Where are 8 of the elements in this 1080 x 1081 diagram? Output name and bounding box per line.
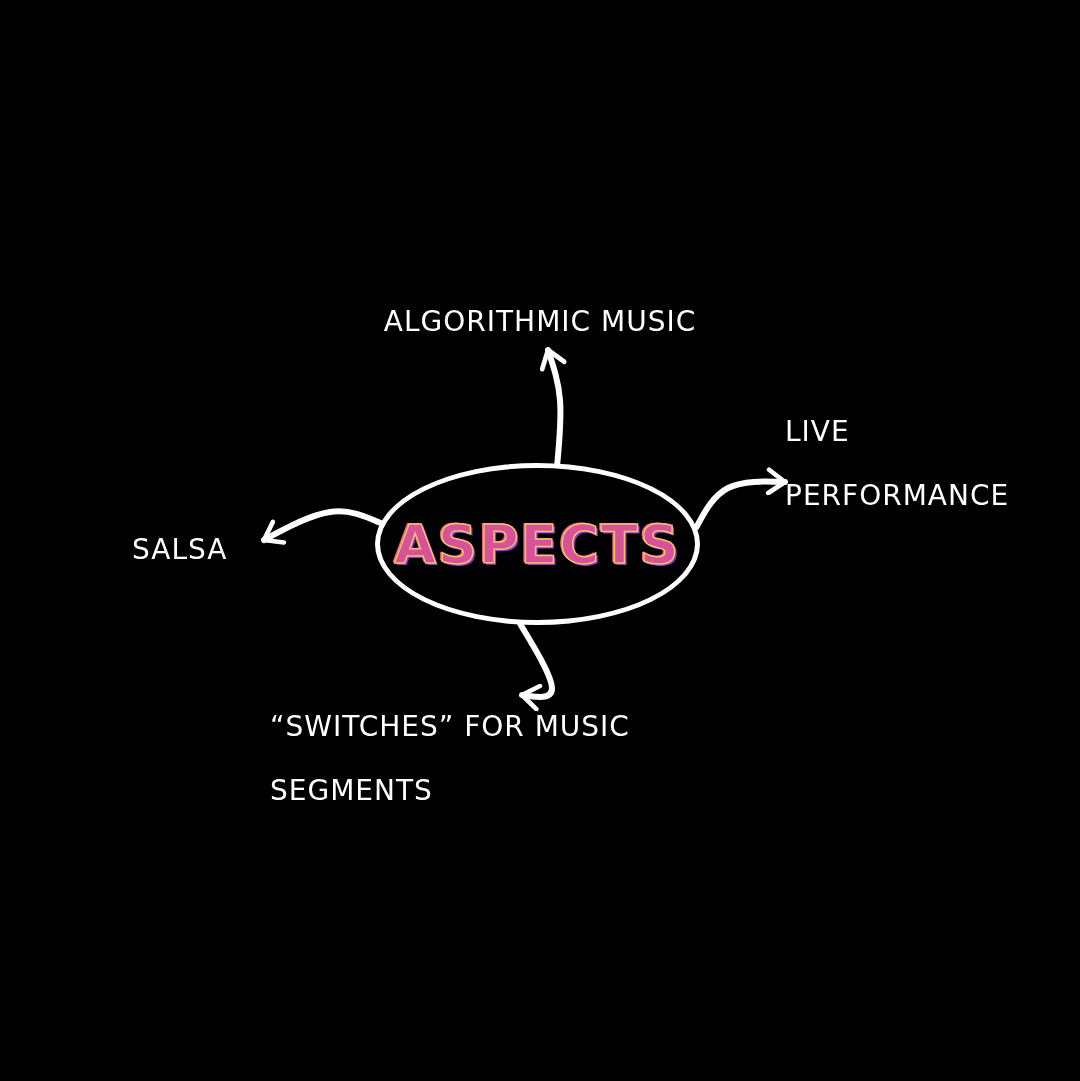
arrow bbox=[693, 467, 788, 531]
ellipse-node bbox=[375, 463, 700, 625]
topic-label: LIVE PERFORMANCE bbox=[785, 414, 1011, 515]
topic-label: “SWITCHES” FOR MUSIC SEGMENTS bbox=[270, 709, 631, 810]
title-text: ASPECTS bbox=[394, 512, 681, 576]
topic-label: SALSA bbox=[132, 532, 229, 568]
arrow bbox=[261, 508, 384, 545]
topic-label: ALGORITHMIC MUSIC bbox=[382, 304, 698, 340]
